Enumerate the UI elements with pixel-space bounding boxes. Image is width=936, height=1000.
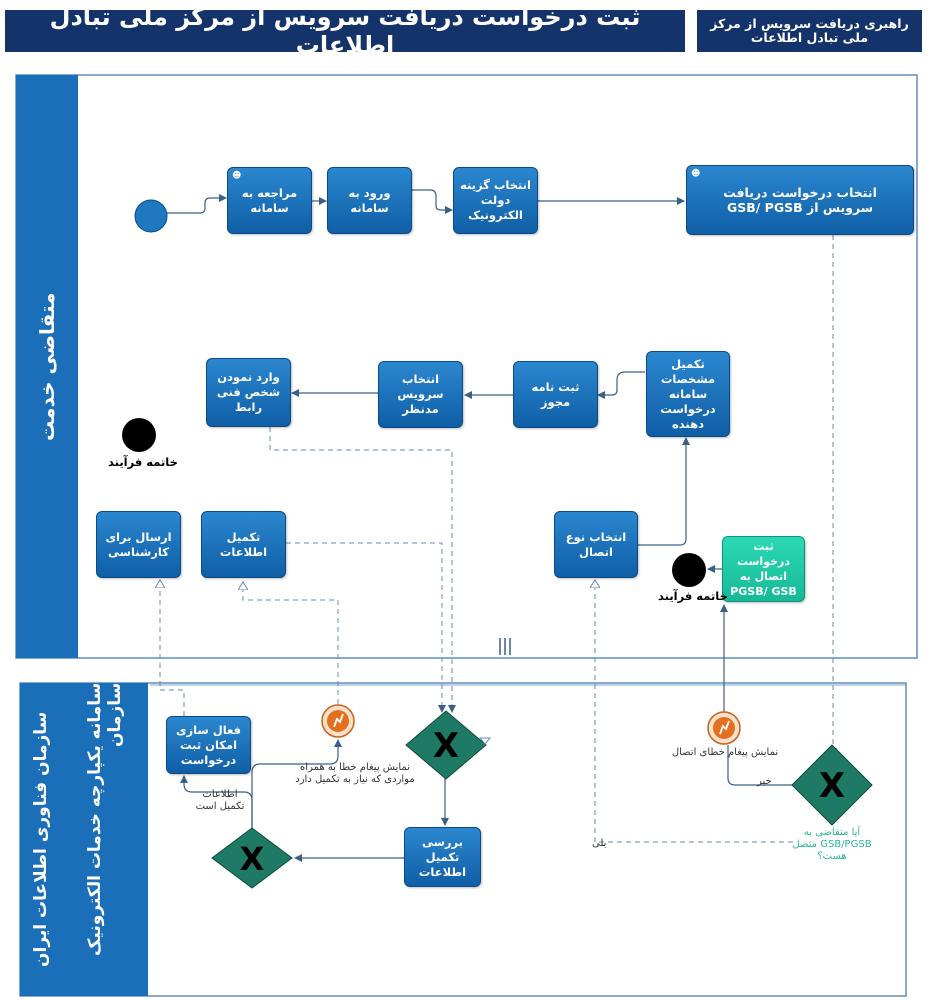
end-label-1: خاتمه فرآیند [108, 455, 178, 469]
info-complete-label: اطلاعات تکمیل است [195, 789, 245, 812]
task-review-info[interactable]: بررسی تکمیل اطلاعات [404, 827, 481, 887]
gateway-review: X [405, 710, 487, 780]
user-icon: ☻ [691, 169, 701, 179]
gateway-review-x: X [433, 726, 459, 766]
error-event-missing [321, 704, 355, 738]
task-select-service[interactable]: انتخاب سرویس مدنظر [378, 361, 463, 428]
gateway-complete-x: X [240, 840, 265, 878]
yes-label: بلی [592, 838, 607, 849]
task-visit-system-label: مراجعه به سامانه [241, 185, 298, 215]
task-register-connection-label: ثبت درخواست اتصال به PGSB/ GSB [730, 540, 797, 598]
end-event-2 [672, 553, 706, 587]
task-visit-system[interactable]: ☻ مراجعه به سامانه [227, 167, 312, 234]
error-connection-label: نمایش پیغام خطای اتصال [671, 747, 779, 758]
error-missing-label: نمایش پیغام خطا به همراه مواردی که نیاز … [295, 762, 415, 785]
no-label: خیر [757, 776, 772, 787]
start-event [134, 199, 168, 233]
user-icon: ☻ [232, 171, 242, 181]
end-event-1 [122, 418, 156, 452]
gateway-complete: X [211, 827, 293, 889]
task-login[interactable]: ورود به سامانه [327, 167, 412, 234]
task-select-egov[interactable]: انتخاب گزینه دولت الکترونیک [453, 167, 538, 234]
diagram-subtitle: راهبری دریافت سرویس از مرکز ملی تبادل اط… [697, 10, 922, 52]
lane-requester: متقاضی خدمت [16, 75, 78, 658]
task-complete-info[interactable]: تکمیل اطلاعات [201, 511, 286, 578]
gateway-question-label: آیا متقاضی به GSB/PGSB متصل هست؟ [792, 827, 872, 862]
task-send-expert[interactable]: ارسال برای کارشناسی [96, 511, 181, 578]
end-label-2: خاتمه فرآیند [658, 589, 728, 603]
task-register-license[interactable]: ثبت نامه مجوز [513, 361, 598, 428]
lane-org-system: سامانه یکپارچه خدمات الکترونیک سازمان [62, 683, 148, 996]
gateway-connected: X [791, 744, 873, 826]
task-select-request[interactable]: ☻ انتخاب درخواست دریافت سرویس از GSB/ PG… [686, 165, 914, 235]
pool-org: سازمان فناوری اطلاعات ایران [20, 683, 62, 996]
task-enter-tech-person[interactable]: وارد نمودن شخص فنی رابط [206, 358, 291, 427]
task-register-connection[interactable]: ثبت درخواست اتصال به PGSB/ GSB [722, 536, 805, 602]
error-event-connection [707, 711, 741, 745]
task-select-request-label: انتخاب درخواست دریافت سرویس از GSB/ PGSB [723, 185, 877, 215]
task-activate-request[interactable]: فعال سازی امکان ثبت درخواست [166, 716, 251, 774]
task-select-connection[interactable]: انتخاب نوع اتصال [554, 511, 638, 578]
gateway-connected-x: X [819, 766, 845, 806]
task-complete-specs[interactable]: تکمیل مشخصات سامانه درخواست دهنده [646, 351, 730, 437]
